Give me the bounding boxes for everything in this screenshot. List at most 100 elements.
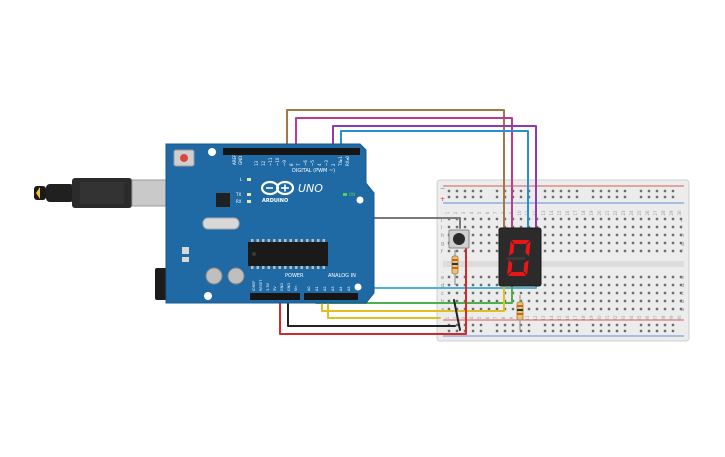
breadboard-hole[interactable] xyxy=(655,291,659,295)
breadboard-hole[interactable] xyxy=(631,291,635,295)
breadboard-hole[interactable] xyxy=(599,233,603,237)
breadboard-hole[interactable] xyxy=(471,307,475,311)
breadboard-hole[interactable] xyxy=(543,249,547,253)
breadboard-hole[interactable] xyxy=(623,299,627,303)
breadboard-hole[interactable] xyxy=(487,275,491,279)
breadboard-hole[interactable] xyxy=(543,241,547,245)
breadboard-hole[interactable] xyxy=(487,233,491,237)
breadboard-hole[interactable] xyxy=(671,291,675,295)
breadboard-hole[interactable] xyxy=(679,241,683,245)
wire-red[interactable] xyxy=(279,231,467,335)
breadboard-hole[interactable] xyxy=(599,299,603,303)
breadboard-hole[interactable] xyxy=(591,283,595,287)
breadboard-hole[interactable] xyxy=(647,217,651,221)
rail-hole[interactable] xyxy=(663,189,667,193)
breadboard-hole[interactable] xyxy=(679,233,683,237)
breadboard-hole[interactable] xyxy=(647,233,651,237)
breadboard-hole[interactable] xyxy=(471,299,475,303)
rail-hole[interactable] xyxy=(575,323,579,327)
breadboard-hole[interactable] xyxy=(647,291,651,295)
rail-hole[interactable] xyxy=(447,189,451,193)
breadboard-hole[interactable] xyxy=(599,291,603,295)
rail-hole[interactable] xyxy=(471,329,475,333)
rail-hole[interactable] xyxy=(479,329,483,333)
rail-hole[interactable] xyxy=(559,195,563,199)
breadboard-hole[interactable] xyxy=(655,283,659,287)
breadboard-hole[interactable] xyxy=(543,283,547,287)
breadboard-hole[interactable] xyxy=(647,249,651,253)
reset-button-cap[interactable] xyxy=(180,154,188,162)
breadboard-hole[interactable] xyxy=(551,299,555,303)
breadboard-hole[interactable] xyxy=(671,249,675,253)
breadboard-hole[interactable] xyxy=(559,307,563,311)
breadboard-hole[interactable] xyxy=(623,291,627,295)
breadboard-hole[interactable] xyxy=(639,249,643,253)
breadboard-hole[interactable] xyxy=(519,225,523,229)
breadboard-hole[interactable] xyxy=(631,233,635,237)
breadboard-hole[interactable] xyxy=(551,217,555,221)
breadboard-hole[interactable] xyxy=(671,283,675,287)
breadboard-hole[interactable] xyxy=(487,307,491,311)
breadboard-hole[interactable] xyxy=(591,241,595,245)
rail-hole[interactable] xyxy=(455,195,459,199)
breadboard-hole[interactable] xyxy=(599,283,603,287)
breadboard-hole[interactable] xyxy=(639,291,643,295)
breadboard-hole[interactable] xyxy=(575,225,579,229)
breadboard-hole[interactable] xyxy=(447,249,451,253)
rail-hole[interactable] xyxy=(663,323,667,327)
breadboard-hole[interactable] xyxy=(591,307,595,311)
breadboard-hole[interactable] xyxy=(647,225,651,229)
breadboard-hole[interactable] xyxy=(639,307,643,311)
rail-hole[interactable] xyxy=(575,329,579,333)
breadboard-hole[interactable] xyxy=(647,307,651,311)
breadboard-hole[interactable] xyxy=(447,275,451,279)
breadboard-hole[interactable] xyxy=(639,299,643,303)
breadboard-hole[interactable] xyxy=(631,275,635,279)
rail-hole[interactable] xyxy=(615,189,619,193)
rail-hole[interactable] xyxy=(495,323,499,327)
breadboard-hole[interactable] xyxy=(647,275,651,279)
rail-hole[interactable] xyxy=(591,195,595,199)
breadboard-hole[interactable] xyxy=(535,307,539,311)
breadboard-hole[interactable] xyxy=(535,299,539,303)
rail-hole[interactable] xyxy=(655,195,659,199)
breadboard-hole[interactable] xyxy=(471,233,475,237)
breadboard-hole[interactable] xyxy=(583,275,587,279)
breadboard-hole[interactable] xyxy=(575,307,579,311)
breadboard-hole[interactable] xyxy=(559,241,563,245)
rail-hole[interactable] xyxy=(607,195,611,199)
breadboard-hole[interactable] xyxy=(663,291,667,295)
breadboard-hole[interactable] xyxy=(623,307,627,311)
breadboard-hole[interactable] xyxy=(679,291,683,295)
breadboard-hole[interactable] xyxy=(455,275,459,279)
rail-hole[interactable] xyxy=(639,195,643,199)
breadboard-hole[interactable] xyxy=(607,307,611,311)
breadboard-hole[interactable] xyxy=(607,299,611,303)
breadboard-hole[interactable] xyxy=(543,233,547,237)
push-button-cap[interactable] xyxy=(453,233,465,245)
rail-hole[interactable] xyxy=(471,323,475,327)
breadboard-hole[interactable] xyxy=(527,307,531,311)
breadboard-hole[interactable] xyxy=(671,225,675,229)
breadboard-hole[interactable] xyxy=(679,225,683,229)
rail-hole[interactable] xyxy=(591,329,595,333)
rail-hole[interactable] xyxy=(479,323,483,327)
breadboard-hole[interactable] xyxy=(463,225,467,229)
rail-hole[interactable] xyxy=(623,195,627,199)
breadboard-hole[interactable] xyxy=(543,275,547,279)
breadboard-hole[interactable] xyxy=(543,299,547,303)
breadboard-hole[interactable] xyxy=(631,241,635,245)
breadboard-hole[interactable] xyxy=(527,291,531,295)
breadboard-hole[interactable] xyxy=(487,225,491,229)
breadboard-hole[interactable] xyxy=(607,225,611,229)
breadboard-hole[interactable] xyxy=(615,217,619,221)
breadboard-hole[interactable] xyxy=(543,307,547,311)
breadboard-hole[interactable] xyxy=(575,275,579,279)
breadboard-hole[interactable] xyxy=(631,225,635,229)
breadboard-hole[interactable] xyxy=(567,307,571,311)
breadboard-hole[interactable] xyxy=(583,241,587,245)
breadboard-hole[interactable] xyxy=(679,275,683,279)
rail-hole[interactable] xyxy=(607,323,611,327)
breadboard-hole[interactable] xyxy=(559,249,563,253)
breadboard-hole[interactable] xyxy=(679,217,683,221)
